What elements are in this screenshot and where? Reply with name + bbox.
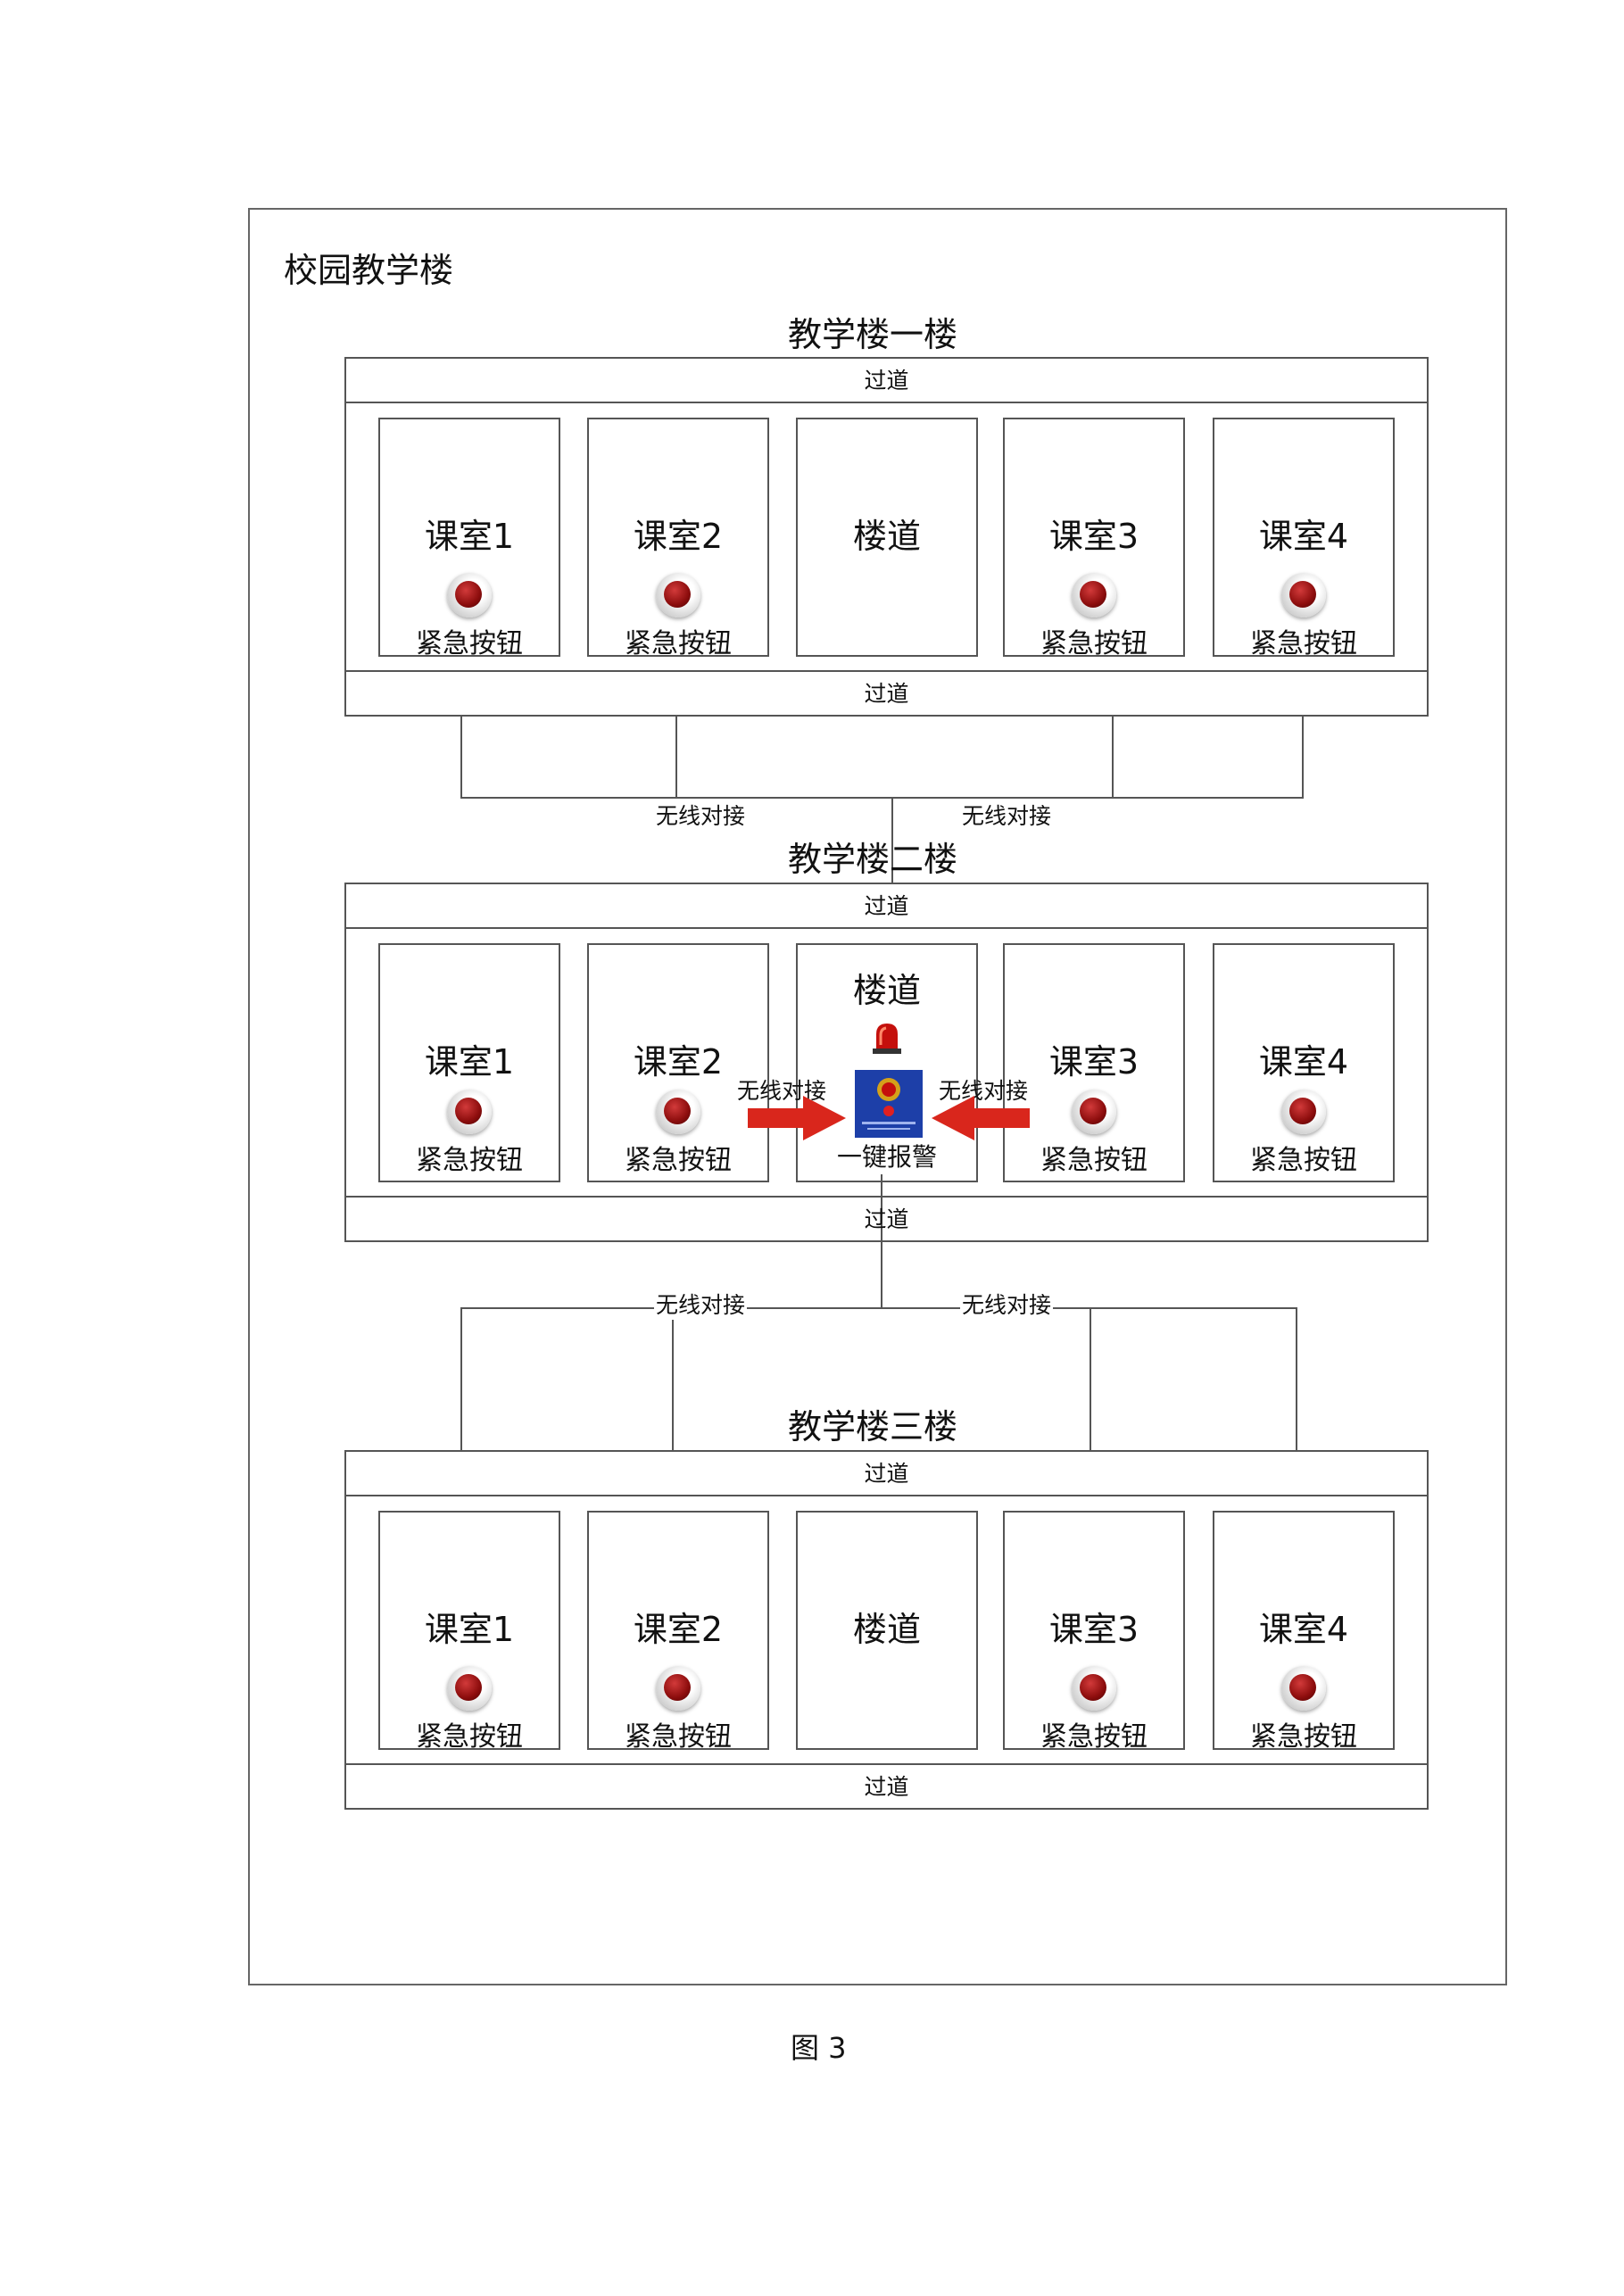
emergency-button-label: 紧急按钮 xyxy=(1040,1145,1148,1176)
room-3: 课室3 紧急按钮 xyxy=(1003,943,1185,1182)
floor-title-2: 教学楼二楼 xyxy=(787,840,957,879)
room-label: 课室3 xyxy=(1048,1610,1139,1649)
room-label: 楼道 xyxy=(852,971,921,1010)
room-4: 课室4 紧急按钮 xyxy=(1213,1511,1395,1753)
room-label: 课室1 xyxy=(424,517,515,556)
building-title: 校园教学楼 xyxy=(284,251,454,290)
emergency-button-icon xyxy=(1281,1666,1326,1711)
emergency-button-label: 紧急按钮 xyxy=(625,628,732,659)
alarm-beacon-icon xyxy=(873,1024,901,1054)
figure-caption: 图 3 xyxy=(791,2031,847,2065)
emergency-button-icon xyxy=(1281,573,1326,618)
emergency-button-label: 紧急按钮 xyxy=(416,628,523,659)
emergency-button-icon xyxy=(656,1666,700,1711)
emergency-button-label: 紧急按钮 xyxy=(416,1721,523,1753)
floor-title-3: 教学楼三楼 xyxy=(787,1407,957,1446)
one-key-alarm-label: 一键报警 xyxy=(836,1142,937,1172)
wireless-label-1f-right: 无线对接 xyxy=(960,799,1054,831)
room-label: 课室4 xyxy=(1258,1042,1349,1082)
room-label: 课室4 xyxy=(1258,517,1349,556)
one-key-alarm-icon xyxy=(855,1070,923,1138)
room-4: 课室4 紧急按钮 xyxy=(1213,418,1395,659)
room-label: 课室2 xyxy=(633,517,724,556)
corridor-bottom: 过道 xyxy=(346,670,1427,715)
emergency-button-icon xyxy=(656,573,700,618)
emergency-button-label: 紧急按钮 xyxy=(1250,1145,1357,1176)
room-label: 课室3 xyxy=(1048,517,1139,556)
emergency-button-icon xyxy=(1072,1090,1116,1134)
wireless-label-2f-right: 无线对接 xyxy=(939,1078,1029,1104)
corridor-bottom: 过道 xyxy=(346,1763,1427,1808)
emergency-button-icon xyxy=(1281,1090,1326,1134)
corridor-bottom: 过道 xyxy=(346,1196,1427,1240)
stairwell: 楼道 一键报警 xyxy=(796,943,978,1182)
arrow-left-icon xyxy=(932,1096,1030,1140)
room-label: 楼道 xyxy=(852,1610,921,1649)
corridor-top: 过道 xyxy=(346,359,1427,403)
room-2: 课室2 紧急按钮 xyxy=(587,418,769,659)
emergency-button-label: 紧急按钮 xyxy=(1250,628,1357,659)
floor-1-plan: 过道 课室1 紧急按钮 课室2 紧急按钮 楼道 课室3 紧急按钮 课室4 紧急按… xyxy=(344,357,1429,717)
arrow-right-icon xyxy=(748,1096,846,1140)
stairwell: 楼道 xyxy=(796,1511,978,1750)
wireless-label-3f-right: 无线对接 xyxy=(960,1288,1054,1320)
room-3: 课室3 紧急按钮 xyxy=(1003,418,1185,659)
room-label: 楼道 xyxy=(852,517,921,556)
room-label: 课室2 xyxy=(633,1610,724,1649)
room-1: 课室1 紧急按钮 xyxy=(378,943,560,1182)
wireless-label-1f-left: 无线对接 xyxy=(654,799,748,831)
room-3: 课室3 紧急按钮 xyxy=(1003,1511,1185,1753)
room-label: 课室2 xyxy=(633,1042,724,1082)
floor-2-plan: 过道 课室1 紧急按钮 课室2 紧急按钮 楼道 一键报警 课室3 紧急按钮 课 xyxy=(344,883,1429,1242)
room-2: 课室2 紧急按钮 xyxy=(587,1511,769,1753)
floor-3-plan: 过道 课室1 紧急按钮 课室2 紧急按钮 楼道 课室3 紧急按钮 课室4 紧急按… xyxy=(344,1450,1429,1810)
link-line-3f xyxy=(460,1307,1297,1451)
corridor-top: 过道 xyxy=(346,1452,1427,1496)
stairwell: 楼道 xyxy=(796,418,978,657)
wireless-label-2f-left: 无线对接 xyxy=(737,1078,827,1104)
link-line-1f xyxy=(460,717,1304,799)
room-label: 课室4 xyxy=(1258,1610,1349,1649)
emergency-button-label: 紧急按钮 xyxy=(416,1145,523,1176)
emergency-button-icon xyxy=(656,1090,700,1134)
corridor-top: 过道 xyxy=(346,884,1427,929)
room-label: 课室1 xyxy=(424,1610,515,1649)
room-1: 课室1 紧急按钮 xyxy=(378,418,560,659)
emergency-button-icon xyxy=(447,1666,492,1711)
floor-title-1: 教学楼一楼 xyxy=(787,315,957,354)
room-1: 课室1 紧急按钮 xyxy=(378,1511,560,1753)
emergency-button-label: 紧急按钮 xyxy=(625,1721,732,1753)
emergency-button-label: 紧急按钮 xyxy=(1040,628,1148,659)
room-4: 课室4 紧急按钮 xyxy=(1213,943,1395,1182)
emergency-button-icon xyxy=(447,573,492,618)
emergency-button-icon xyxy=(447,1090,492,1134)
emergency-button-icon xyxy=(1072,1666,1116,1711)
emergency-button-label: 紧急按钮 xyxy=(1250,1721,1357,1753)
campus-building-frame xyxy=(248,208,1507,1985)
room-label: 课室1 xyxy=(424,1042,515,1082)
emergency-button-label: 紧急按钮 xyxy=(625,1145,732,1176)
wireless-label-3f-left: 无线对接 xyxy=(654,1288,748,1320)
emergency-button-label: 紧急按钮 xyxy=(1040,1721,1148,1753)
room-label: 课室3 xyxy=(1048,1042,1139,1082)
room-2: 课室2 紧急按钮 xyxy=(587,943,769,1182)
emergency-button-icon xyxy=(1072,573,1116,618)
